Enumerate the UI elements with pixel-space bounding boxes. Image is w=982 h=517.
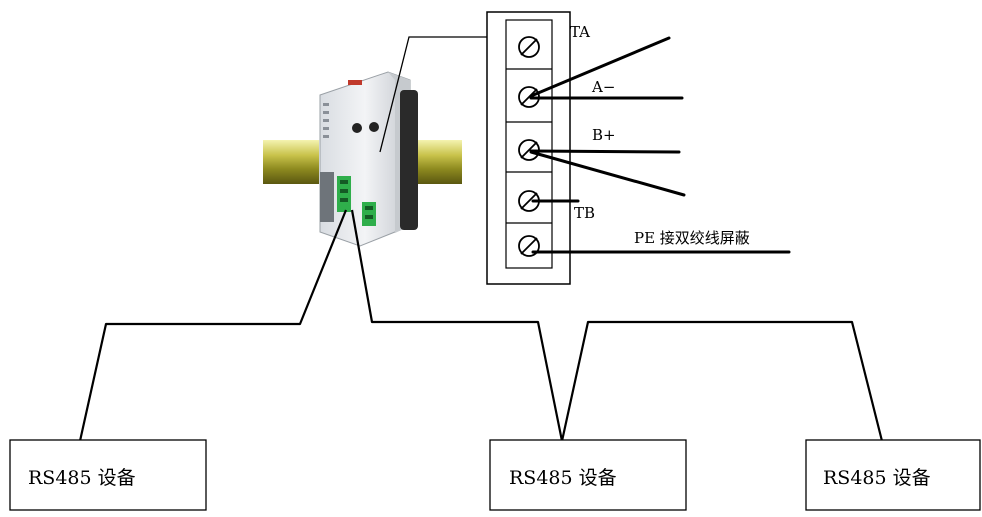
terminal-label-tb: TB <box>574 204 595 222</box>
screw-icon <box>518 36 540 58</box>
module-logo <box>348 80 362 85</box>
device-label: RS485 设备 <box>28 467 136 489</box>
device-box <box>805 439 981 511</box>
terminal-block-inner <box>505 19 553 269</box>
device-label: RS485 设备 <box>509 467 617 489</box>
device-label: RS485 设备 <box>823 467 931 489</box>
module-db-connector <box>320 172 334 222</box>
wire-b <box>529 149 681 154</box>
terminal-label-b-plus: B+ <box>592 126 616 144</box>
rs485-bus <box>78 209 884 443</box>
device-3: RS485 设备 <box>805 439 981 511</box>
bus-wire-left <box>78 209 348 442</box>
leader-line <box>379 36 487 153</box>
terminal-label-ta: TA <box>570 23 590 41</box>
converter-module-image <box>319 71 418 247</box>
bus-wire-right <box>350 209 884 443</box>
module-side-clip <box>400 90 418 230</box>
terminal-label-pe: PE 接双绞线屏蔽 <box>634 229 750 247</box>
module-leds <box>323 103 329 138</box>
screw-icon <box>518 235 540 257</box>
din-rail-left <box>263 140 319 184</box>
device-box <box>9 439 207 511</box>
module-green-terminal-2 <box>362 202 376 226</box>
module-port-right <box>369 122 379 132</box>
terminal-labels: TA A− B+ TB PE 接双绞线屏蔽 <box>570 23 750 247</box>
wire-b-lower <box>529 150 686 197</box>
wire-a-upper <box>529 36 671 98</box>
device-2: RS485 设备 <box>489 439 687 511</box>
terminal-block <box>486 11 571 285</box>
terminal-wires <box>529 36 791 254</box>
device-box <box>489 439 687 511</box>
module-green-terminal-1 <box>337 176 351 212</box>
terminal-label-a-minus: A− <box>591 78 615 96</box>
device-1: RS485 设备 <box>9 439 207 511</box>
module-port-left <box>352 123 362 133</box>
